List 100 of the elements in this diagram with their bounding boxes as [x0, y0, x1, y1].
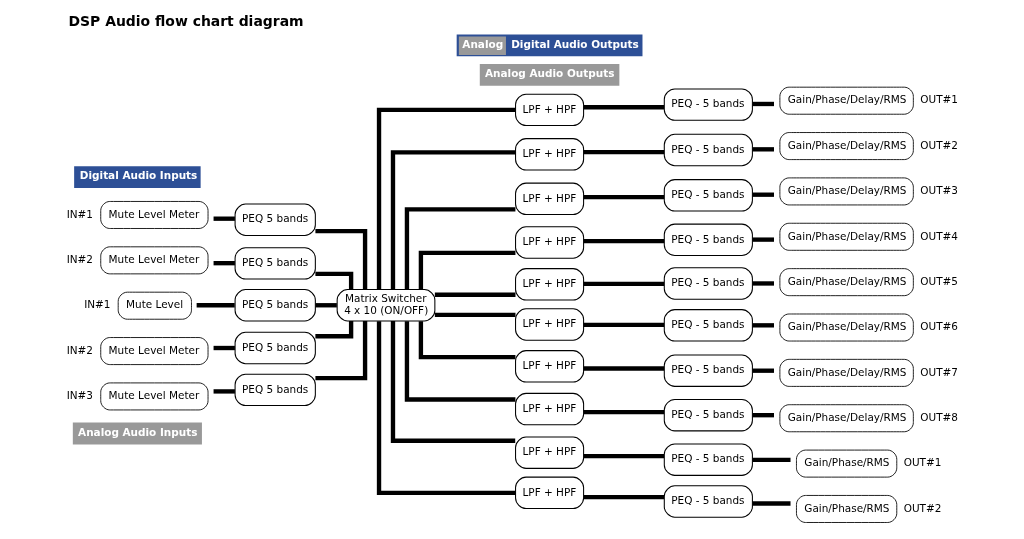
node-box: LPF + HPF	[514, 308, 584, 341]
node-box: Mute Level Meter	[99, 382, 208, 411]
node-label: IN#2	[66, 343, 93, 356]
connector	[404, 207, 515, 290]
node-label: OUT#1	[903, 456, 941, 469]
node-box: Gain/Phase/Delay/RMS	[778, 86, 914, 115]
connector	[434, 312, 515, 318]
connector	[752, 368, 774, 373]
node-box: Gain/Phase/Delay/RMS	[778, 404, 914, 433]
node-box: PEQ - 5 bands	[663, 267, 753, 300]
node-box: LPF + HPF	[514, 476, 584, 510]
connector	[404, 321, 515, 402]
node-box: PEQ - 5 bands	[663, 398, 753, 432]
connector	[752, 323, 774, 328]
node-box: PEQ - 5 bands	[663, 133, 753, 167]
connector	[314, 271, 353, 290]
node-box: Analog Audio Outputs	[479, 64, 619, 86]
connector	[376, 321, 515, 495]
connector	[752, 237, 774, 242]
connector	[752, 501, 791, 506]
connector	[583, 105, 664, 110]
node-box: Gain/Phase/Delay/RMS	[778, 177, 914, 206]
connector	[418, 321, 515, 360]
node-box: Gain/Phase/Delay/RMS	[778, 268, 914, 297]
node-box: Gain/Phase/RMS	[795, 449, 897, 478]
connector	[583, 366, 664, 371]
connector	[213, 216, 235, 221]
node-box: LPF + HPF	[514, 268, 584, 301]
node-box: PEQ 5 bands	[234, 331, 316, 365]
connector	[314, 321, 367, 381]
connector	[752, 281, 774, 286]
connector	[752, 413, 774, 418]
node-box: PEQ - 5 bands	[663, 309, 753, 342]
connector	[583, 322, 664, 328]
node-box: Gain/Phase/Delay/RMS	[778, 313, 914, 342]
node-label: IN#2	[66, 253, 93, 266]
node-box: PEQ 5 bands	[234, 247, 316, 280]
connector	[583, 409, 664, 415]
node-box: Digital Audio Inputs	[73, 166, 201, 188]
node-box: PEQ 5 bands	[234, 203, 316, 236]
node-label: OUT#7	[919, 365, 958, 378]
node-label: OUT#2	[919, 138, 958, 151]
node-box: Gain/Phase/RMS	[795, 495, 897, 523]
connector	[434, 292, 515, 297]
node-box: Gain/Phase/Delay/RMS	[778, 222, 914, 251]
connector	[213, 345, 235, 351]
node-box: LPF + HPF	[514, 182, 584, 216]
node-box: Mute Level Meter	[99, 201, 208, 229]
connector	[583, 194, 664, 200]
node-label: OUT#4	[919, 229, 958, 242]
connector	[314, 321, 353, 339]
connector	[213, 389, 235, 394]
connector	[314, 228, 367, 290]
connector	[196, 303, 235, 308]
node-box: LPF + HPF	[514, 226, 584, 259]
node-label: OUT#2	[903, 501, 941, 514]
connector	[752, 192, 774, 197]
connector	[752, 457, 791, 463]
node-label: OUT#6	[919, 320, 958, 333]
node-box: PEQ 5 bands	[234, 373, 316, 407]
node-box: LPF + HPF	[514, 350, 584, 383]
node-box: Mute Level Meter	[99, 337, 208, 366]
connector	[752, 101, 774, 107]
diagram-title: DSP Audio flow chart diagram	[67, 12, 304, 29]
node-box: PEQ - 5 bands	[663, 485, 753, 518]
connector	[418, 250, 515, 290]
node-box: Mute Level	[117, 291, 192, 320]
connector	[583, 150, 664, 155]
node-label: IN#1	[83, 298, 110, 311]
node-box: LPF + HPF	[514, 138, 584, 171]
node-box: LPF + HPF	[514, 93, 584, 127]
connector	[390, 321, 515, 443]
node-box: PEQ - 5 bands	[663, 88, 753, 121]
connector	[583, 495, 664, 500]
node-label: OUT#5	[919, 274, 958, 287]
node-box: Gain/Phase/Delay/RMS	[778, 132, 914, 160]
connector	[376, 107, 515, 290]
connector	[315, 303, 337, 308]
node-box: PEQ - 5 bands	[663, 179, 753, 212]
node-box: PEQ 5 bands	[234, 289, 316, 322]
connector	[583, 454, 664, 459]
node-box: PEQ - 5 bands	[663, 223, 753, 257]
node-box: Analog Audio Inputs	[72, 422, 202, 445]
connector	[390, 150, 515, 290]
node-label: OUT#3	[919, 184, 958, 197]
node-label: IN#3	[66, 389, 93, 402]
node-box: Mute Level Meter	[99, 246, 208, 275]
node-box: PEQ - 5 bands	[663, 443, 753, 476]
node-box: Gain/Phase/Delay/RMS	[778, 358, 914, 387]
node-label: OUT#1	[919, 93, 958, 106]
node-box: LPF + HPF	[514, 392, 584, 426]
connector	[583, 281, 664, 287]
node-box: LPF + HPF	[514, 436, 584, 469]
node-box: PEQ - 5 bands	[663, 354, 753, 387]
node-box: Matrix Switcher 4 x 10 (ON/OFF)	[336, 289, 435, 322]
node-label: IN#1	[66, 207, 93, 220]
connector	[583, 238, 664, 244]
connector	[213, 261, 235, 266]
connector	[752, 147, 774, 152]
node-label: OUT#8	[919, 410, 958, 423]
